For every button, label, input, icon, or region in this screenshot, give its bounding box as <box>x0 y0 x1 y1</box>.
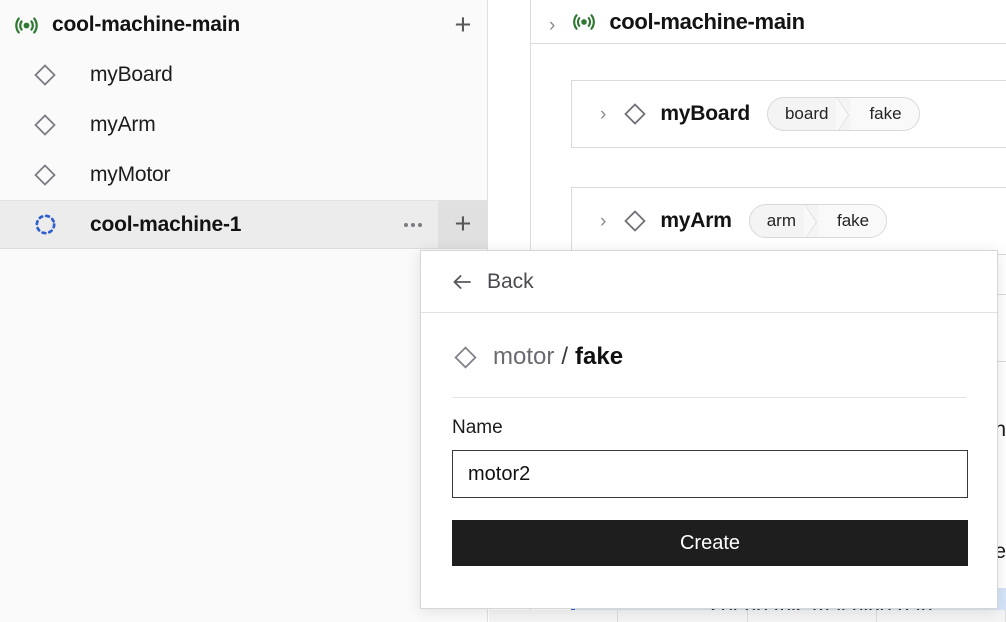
create-component-modal: Back motor / fake Name Create <box>420 250 998 609</box>
part-api-label: board <box>784 104 829 123</box>
machine-radar-icon <box>571 9 597 35</box>
table-cell <box>747 610 877 622</box>
back-label: Back <box>487 269 534 293</box>
modal-breadcrumb: motor / fake <box>421 313 997 371</box>
dot <box>404 222 408 227</box>
part-expand-chevron-icon[interactable]: › <box>600 103 607 125</box>
sidebar-item-label: myMotor <box>90 163 171 186</box>
part-name: myArm <box>660 209 732 232</box>
sidebar-item-myarm[interactable]: myArm <box>0 100 488 150</box>
part-api-label: arm <box>766 211 796 230</box>
breadcrumb-separator: / <box>561 343 569 370</box>
occluded-edge-text: n <box>994 418 1006 441</box>
sidebar-item-cool-machine-main[interactable]: cool-machine-main + <box>0 0 488 50</box>
part-model-label: fake <box>850 98 919 130</box>
part-type-pill: arm fake <box>748 204 888 238</box>
diamond-icon <box>452 344 479 371</box>
sidebar-root-label: cool-machine-main <box>52 13 240 36</box>
pending-dashed-circle-icon <box>0 212 90 237</box>
sidebar-selected-label: cool-machine-1 <box>90 212 242 236</box>
arrow-left-icon <box>450 270 474 294</box>
breadcrumb-model: fake <box>575 343 624 370</box>
diamond-icon <box>0 162 90 188</box>
sidebar-add-root-button[interactable]: + <box>454 8 472 41</box>
part-type-pill: board fake <box>766 97 920 131</box>
dot <box>418 222 422 227</box>
sidebar-item-label: myBoard <box>90 63 173 86</box>
create-button[interactable]: Create <box>452 520 968 566</box>
part-card-myarm[interactable]: › myArm arm fake <box>571 187 1006 255</box>
sidebar: cool-machine-main + myBoard myArm <box>0 0 488 622</box>
sidebar-item-cool-machine-1[interactable]: cool-machine-1 + <box>0 200 488 249</box>
machine-header-title: cool-machine-main <box>609 9 805 34</box>
table-cell <box>618 610 748 622</box>
background-table <box>489 610 1006 622</box>
sidebar-add-part-button[interactable]: + <box>438 201 488 248</box>
part-name: myBoard <box>660 102 750 125</box>
machine-header-card[interactable]: › cool-machine-main <box>530 0 1006 44</box>
sidebar-overflow-menu-button[interactable] <box>388 200 438 249</box>
sidebar-item-label: myArm <box>90 113 156 136</box>
machine-expand-chevron-icon[interactable]: › <box>549 15 556 36</box>
occluded-edge-text-2: e <box>994 540 1006 563</box>
modal-header: Back <box>421 251 997 313</box>
part-expand-chevron-icon[interactable]: › <box>600 210 607 232</box>
machine-radar-icon <box>0 12 52 39</box>
diamond-icon <box>622 101 648 127</box>
breadcrumb-api-type: motor <box>493 343 555 370</box>
table-cell <box>489 610 619 622</box>
modal-divider <box>452 397 966 398</box>
table-cell <box>876 610 1006 622</box>
name-input[interactable] <box>452 450 968 498</box>
sidebar-item-mymotor[interactable]: myMotor <box>0 150 488 200</box>
diamond-icon <box>0 62 90 88</box>
pill-divider-icon <box>803 205 818 237</box>
back-button[interactable]: Back <box>450 270 534 294</box>
part-card-myboard[interactable]: › myBoard board fake <box>571 80 1006 148</box>
diamond-icon <box>0 112 90 138</box>
dot <box>411 222 415 227</box>
part-model-label: fake <box>817 205 887 237</box>
name-field-label: Name <box>452 417 503 438</box>
sidebar-item-myboard[interactable]: myBoard <box>0 50 488 100</box>
pill-divider-icon <box>836 98 850 130</box>
diamond-icon <box>622 208 648 234</box>
